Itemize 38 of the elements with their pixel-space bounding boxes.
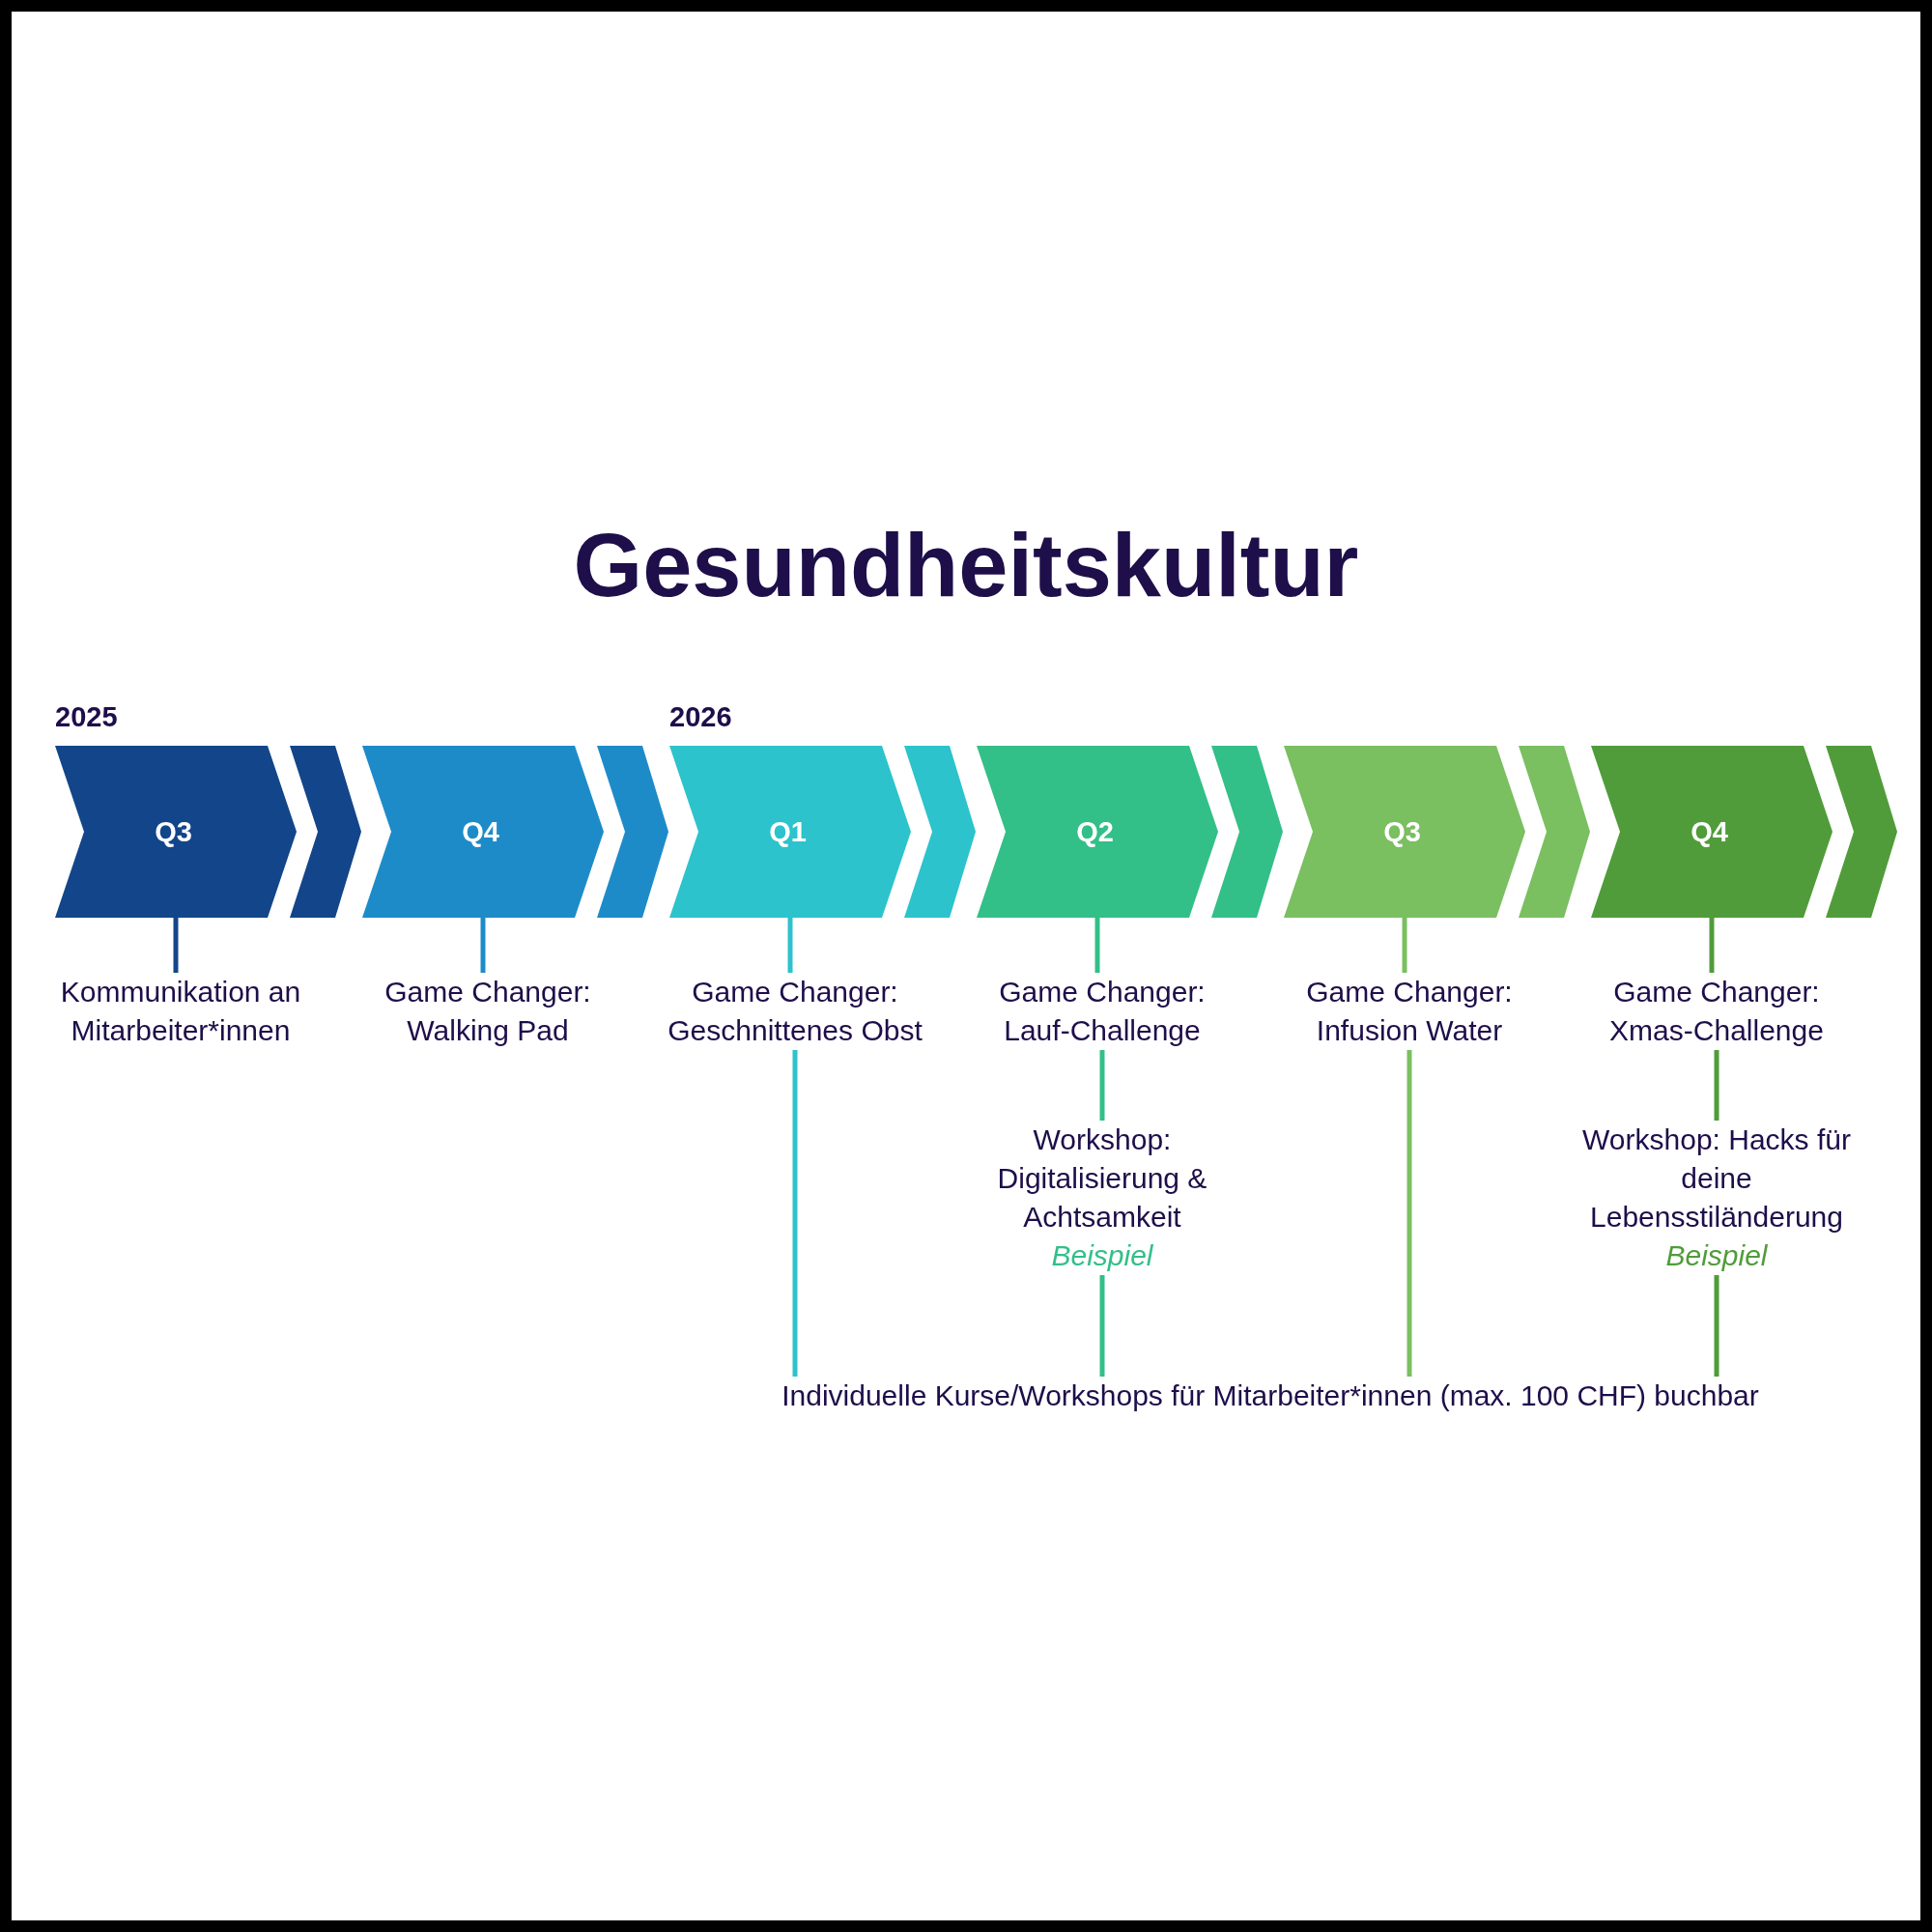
leader-line (1406, 1050, 1412, 1377)
year-label: 2025 (55, 700, 118, 734)
chevron-arrow (1519, 746, 1590, 918)
quarter-label: Q2 (1075, 815, 1115, 849)
leader-line (1714, 1050, 1719, 1121)
leader-line (1099, 1275, 1105, 1377)
quarter-label: Q4 (461, 815, 500, 849)
leader-line (1709, 918, 1715, 973)
milestone-text: Game Changer: Walking Pad (367, 973, 609, 1050)
title: Gesundheitskultur (572, 515, 1360, 616)
milestone-text: Game Changer: Geschnittenes Obst (650, 973, 940, 1050)
leader-line (173, 918, 179, 973)
milestone-text: Individuelle Kurse/Workshops für Mitarbeiter*innen (max. 100 CHF) buchbar (729, 1377, 1811, 1415)
example-tag: Beispiel (1581, 1236, 1852, 1275)
chevron-arrow (1826, 746, 1897, 918)
quarter-label: Q3 (154, 815, 193, 849)
quarter-label: Q3 (1382, 815, 1422, 849)
year-label: 2026 (669, 700, 732, 734)
leader-line (1714, 1275, 1719, 1377)
workshop-text: Workshop: Digitalisierung & Achtsamkeit (996, 1122, 1208, 1235)
chevron-arrow (904, 746, 976, 918)
leader-line (1099, 1050, 1105, 1121)
leader-line (480, 918, 486, 973)
chevron-arrow (597, 746, 668, 918)
leader-line (792, 1050, 798, 1377)
quarter-label: Q4 (1690, 815, 1729, 849)
milestone-text: Game Changer: Xmas-Challenge (1596, 973, 1837, 1050)
chevron-arrow (1211, 746, 1283, 918)
milestone-text: Game Changer: Lauf-Challenge (981, 973, 1223, 1050)
milestone-text: Game Changer: Infusion Water (1289, 973, 1530, 1050)
leader-line (787, 918, 793, 973)
leader-line (1402, 918, 1407, 973)
leader-line (1094, 918, 1100, 973)
milestone-text: Kommunikation an Mitarbeiter*innen (55, 973, 306, 1050)
example-tag: Beispiel (977, 1236, 1228, 1275)
chevron-arrow (290, 746, 361, 918)
workshop-text: Workshop: Hacks für deine Lebensstiländerung (1581, 1122, 1852, 1235)
quarter-label: Q1 (768, 815, 808, 849)
